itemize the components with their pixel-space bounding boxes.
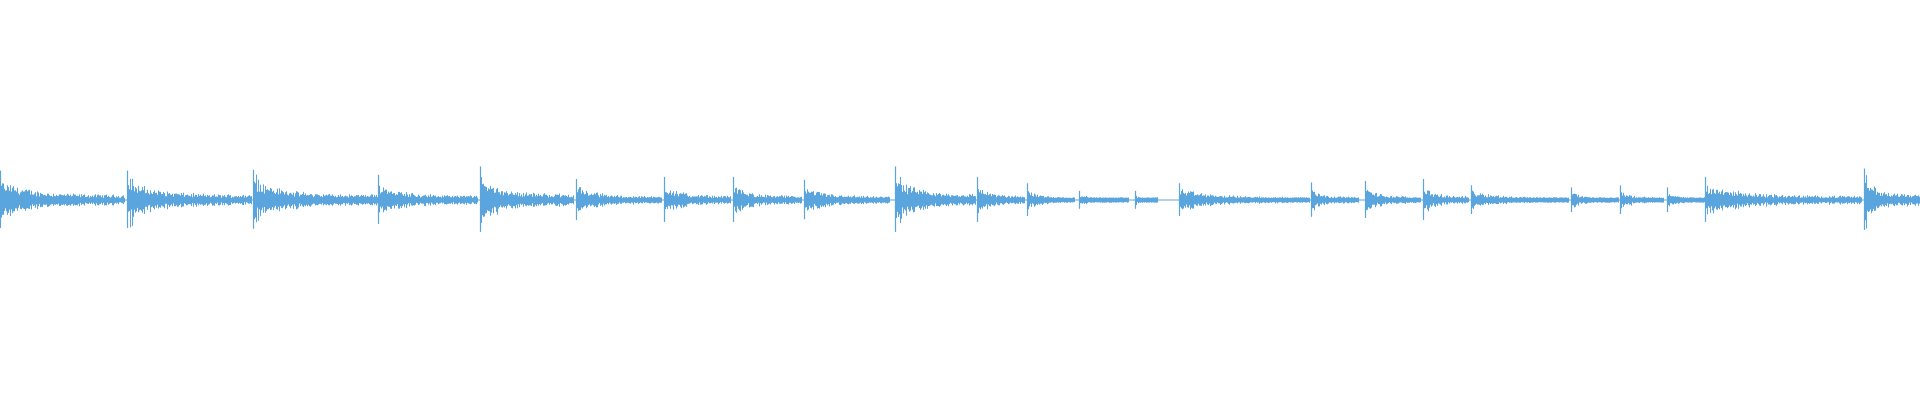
waveform-samples (0, 174, 1920, 229)
waveform-trace (0, 166, 1920, 232)
